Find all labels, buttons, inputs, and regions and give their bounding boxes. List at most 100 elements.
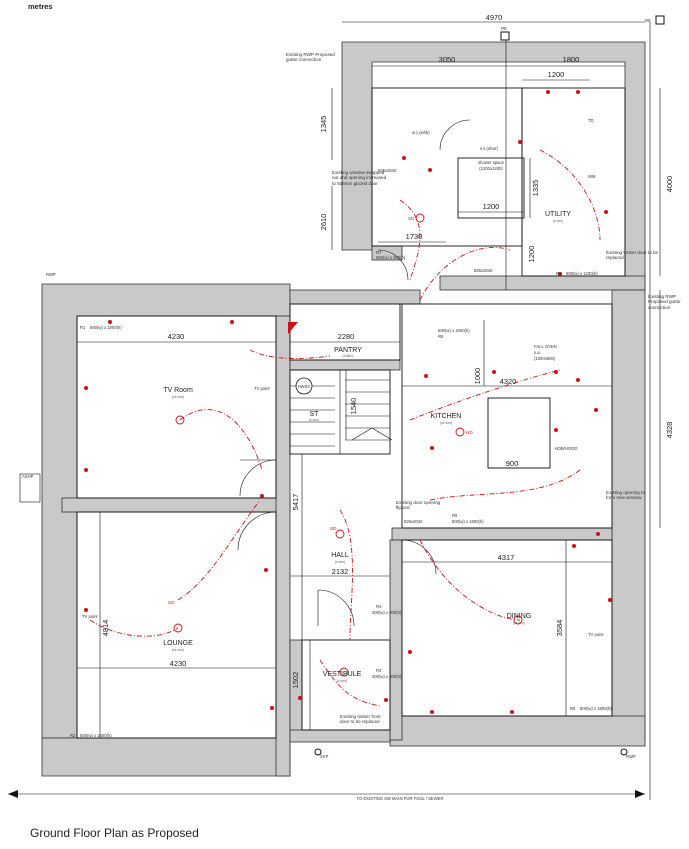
room-lounge: LOUNGE	[163, 640, 193, 647]
dining-outline	[401, 539, 613, 717]
re-marker-top	[500, 31, 510, 41]
room-vestibule: VESTIBULE	[323, 671, 362, 678]
label-hwsc: HWSC	[298, 384, 311, 389]
hd-icon	[455, 427, 465, 437]
dim-2280: 2280	[338, 332, 355, 341]
label-rwp-left: RWP	[46, 272, 56, 277]
units-label: metres	[28, 2, 53, 11]
lounge-outline	[76, 511, 277, 739]
sd-icon	[513, 615, 523, 625]
dim-4814: 4814	[101, 620, 110, 637]
rwp-icon	[620, 748, 628, 756]
dim-1502: 1502	[291, 672, 300, 689]
note-existing-rwp-right: Existing RWP Proposed gutter connection	[648, 294, 681, 310]
room-hall: HALL	[331, 552, 349, 559]
dimension-lines	[8, 21, 661, 800]
label-rwp-bottom: RWP	[626, 754, 636, 759]
wall-bottom-right	[389, 715, 646, 747]
island	[487, 397, 551, 469]
drain-arrows	[8, 790, 645, 798]
dim-2132: 2132	[332, 567, 349, 576]
dim-5417: 5417	[291, 494, 300, 511]
label-r4: R4	[376, 604, 382, 609]
dim-1200-top: 1200	[548, 70, 565, 79]
note-win-r4: 400(w) x 600(h)	[372, 610, 402, 615]
dim-3584: 3584	[555, 620, 564, 637]
plan-caption: Ground Floor Plan as Proposed	[30, 826, 199, 840]
area-dining: (xx.xm²)	[513, 621, 525, 625]
sd-icon	[175, 415, 185, 425]
ashp-unit	[19, 473, 41, 503]
label-sa: s.a.	[534, 350, 541, 355]
dim-1540: 1540	[349, 398, 358, 415]
area-tv-room: (xx.xm²)	[172, 395, 184, 399]
utility-outline	[521, 87, 626, 277]
label-svp: SVP	[320, 754, 329, 759]
shower-size: (1200x1200)	[479, 166, 503, 171]
dim-1200-v: 1200	[527, 246, 536, 263]
label-re-top: RE	[501, 26, 507, 31]
note-timber-door-utility: Existing timber door to be replaced	[606, 250, 658, 260]
note-win-r3: 400(w) x 600(h)	[372, 674, 402, 679]
dim-4000: 4000	[665, 176, 674, 193]
dim-4320: 4320	[500, 377, 517, 386]
room-dining: DINING	[507, 613, 532, 620]
room-outlines	[76, 87, 626, 739]
wall-utility-bottom	[439, 275, 646, 291]
room-shower: shower space	[478, 160, 505, 165]
label-tv-point-1: TV point	[254, 386, 270, 391]
hwsc-icon	[295, 377, 313, 395]
red-corner-mark	[288, 322, 298, 334]
stairs	[290, 370, 393, 454]
sd-icon	[415, 213, 425, 223]
wall-center-vertical	[275, 315, 291, 777]
dim-4970: 4970	[486, 13, 503, 22]
label-re-right: RE	[645, 18, 651, 23]
wall-rear-extension	[341, 41, 646, 291]
note-win-r2: 600(w) x 1800(h)	[80, 733, 112, 738]
label-r5: R5	[570, 706, 576, 711]
wall-kitchen-top	[289, 289, 421, 305]
area-st: (x.xm²)	[309, 418, 320, 422]
shower-outline	[457, 157, 525, 219]
note-existing-opening-window: Existing opening to form new window	[606, 490, 645, 500]
tv-room-outline	[76, 315, 277, 499]
dim-4230-lounge: 4230	[170, 659, 187, 668]
dim-1345: 1345	[319, 116, 328, 133]
re-marker-right	[655, 15, 665, 25]
note-timber-front-door: Existing timber front door to be replace…	[340, 714, 381, 724]
note-win-r8: 600(w) x 1200(h)	[566, 271, 598, 276]
wall-right-outer	[611, 289, 646, 741]
sd-icon	[173, 623, 183, 633]
note-existing-window: Existing window swapped out and opening …	[332, 170, 386, 186]
label-r6: R6	[438, 334, 444, 339]
dim-900: 900	[506, 459, 519, 468]
label-r3: R3	[376, 668, 382, 673]
room-pantry: PANTRY	[334, 347, 362, 354]
walls	[41, 41, 646, 777]
wall-pantry-bottom	[289, 359, 401, 371]
pantry-outline	[289, 303, 401, 361]
dim-1335: 1335	[531, 180, 540, 197]
label-r7: R7	[376, 250, 382, 255]
area-vestibule: (x.xm²)	[337, 679, 348, 683]
svp-icon	[314, 748, 322, 756]
light-icon	[339, 667, 349, 677]
area-hall: (x.xm²)	[335, 560, 346, 564]
label-ashp: ASHP	[22, 474, 34, 479]
area-utility: (x.xm²)	[553, 219, 564, 223]
room-st: ST	[310, 411, 320, 418]
wall-kitchen-dining	[391, 527, 613, 541]
label-hd: HD	[466, 430, 473, 435]
dim-4328: 4328	[665, 422, 674, 439]
dim-1730: 1730	[406, 232, 423, 241]
label-td: TD	[588, 118, 594, 123]
note-win-826-b: 826x2040	[404, 519, 423, 524]
label-r1: R1	[80, 325, 86, 330]
dim-4230-tv: 4230	[168, 332, 185, 341]
note-existing-door-flipped: Existing door opening flipped	[396, 500, 440, 510]
note-win-r1: 600(w) x 1800(h)	[90, 325, 122, 330]
socket-markers	[84, 90, 612, 714]
vestibule-outline	[301, 639, 391, 731]
